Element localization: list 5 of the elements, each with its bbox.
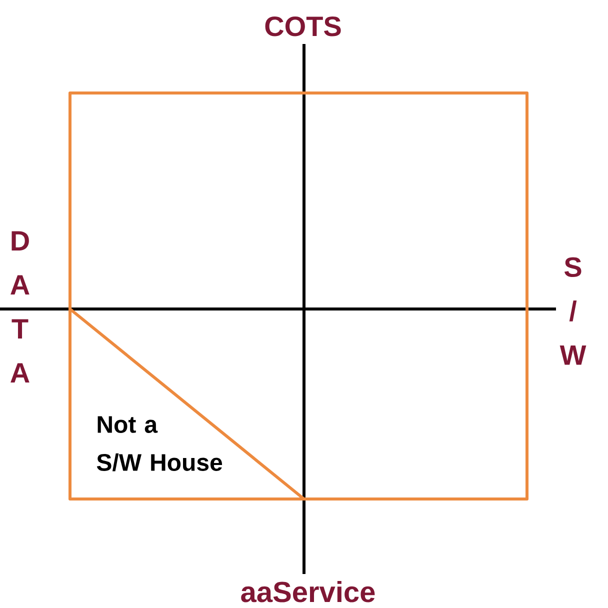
axis-label: COTS [265, 16, 341, 36]
triangle-region: Not a S/W House [68, 308, 306, 500]
axis-label: S / W [560, 257, 586, 365]
axis-label: D A T A [10, 231, 30, 382]
axis-label: aaService [241, 581, 375, 602]
